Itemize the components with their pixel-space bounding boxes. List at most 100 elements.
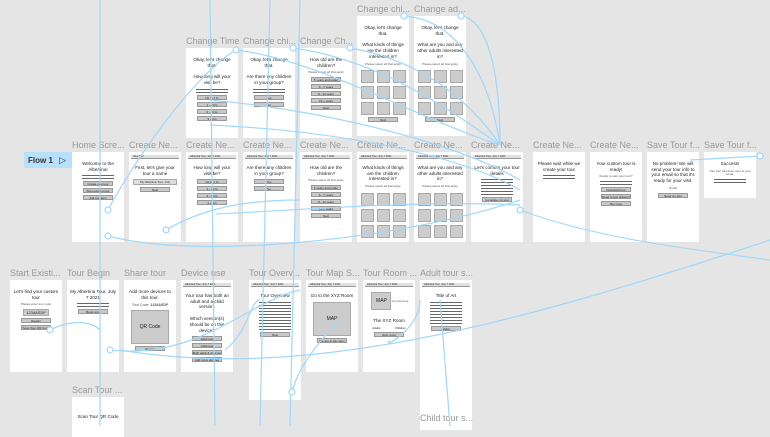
option-button[interactable]: 5 years and under <box>311 77 341 83</box>
next-button[interactable]: Next <box>425 117 455 123</box>
option-button[interactable]: 2 - 3 hrs <box>197 108 227 114</box>
interest-option[interactable] <box>360 86 374 100</box>
option-button[interactable]: 13 + years <box>311 206 341 212</box>
interest-option[interactable] <box>417 224 431 238</box>
frame-title[interactable]: Home Scre... <box>72 140 125 150</box>
option-button[interactable]: 3 + hrs <box>197 200 227 206</box>
option-button[interactable]: Both adult & child tours <box>192 350 222 356</box>
option-button[interactable]: 6 - 7 years <box>311 192 341 198</box>
frame-middle[interactable]: Welcome to the Albertina!Create new tour… <box>72 152 124 242</box>
frame-title[interactable]: Adult tour s... <box>420 268 474 278</box>
interest-option[interactable] <box>360 102 374 116</box>
interest-option[interactable] <box>376 208 390 222</box>
option-button[interactable]: 8 - 12 years <box>311 91 341 97</box>
option-button[interactable]: No <box>254 101 284 107</box>
frame-title[interactable]: Tour Room ... <box>363 268 418 278</box>
frame-title[interactable]: Save Tour f... <box>704 140 757 150</box>
interest-option[interactable] <box>449 102 463 116</box>
tour-code-input[interactable]: 1234ASDF <box>23 309 49 317</box>
frame-title[interactable]: Change chi... <box>243 36 297 46</box>
interest-option[interactable] <box>449 192 463 206</box>
interest-option[interactable] <box>433 208 447 222</box>
option-button[interactable]: Add more devices <box>192 357 222 363</box>
interest-option[interactable] <box>360 224 374 238</box>
interest-option[interactable] <box>360 208 374 222</box>
option-button[interactable]: Buy now <box>601 201 631 207</box>
interest-option[interactable] <box>376 70 390 84</box>
play-icon[interactable]: ▷ <box>59 155 67 165</box>
flow-starting-point[interactable]: Flow 1 ▷ <box>24 152 72 168</box>
interest-option[interactable] <box>360 192 374 206</box>
frame-top[interactable]: Okay, let's change that.What are you and… <box>414 16 466 136</box>
option-button[interactable]: Ready! <box>135 345 165 351</box>
interest-option[interactable] <box>360 70 374 84</box>
frame-top[interactable]: Okay, let's change that.Are there any ch… <box>243 48 295 138</box>
frame-title[interactable]: Create Ne... <box>186 140 235 150</box>
frame-title[interactable]: Tour Begin <box>67 268 111 278</box>
interest-option[interactable] <box>449 208 463 222</box>
option-button[interactable]: Up to 1 hr <box>197 179 227 185</box>
next-button[interactable]: Next <box>368 117 398 123</box>
option-button[interactable]: Ready! <box>21 318 51 324</box>
interest-option[interactable] <box>449 224 463 238</box>
option-button[interactable]: Begin tour <box>78 309 108 315</box>
frame-title[interactable]: Child tour s... <box>420 413 474 423</box>
option-button[interactable]: 1 - 2 hrs <box>197 101 227 107</box>
tour-name-input[interactable]: My Albertina Tour, July <box>133 179 177 186</box>
option-button[interactable]: Create new tour <box>83 181 113 187</box>
frame-title[interactable]: Change ad... <box>414 4 466 14</box>
interest-option[interactable] <box>449 70 463 84</box>
interest-option[interactable] <box>392 224 406 238</box>
option-button[interactable]: Need to buy tickets first? <box>601 194 631 200</box>
frame-bottom[interactable]: Add more devices to this tour.Tour Code:… <box>124 280 176 372</box>
frame-title[interactable]: Share tour <box>124 268 167 278</box>
interest-option[interactable] <box>417 70 431 84</box>
frame-title[interactable]: Create Ne... <box>471 140 520 150</box>
option-button[interactable]: Up to 1 hr <box>197 94 227 100</box>
interest-option[interactable] <box>376 86 390 100</box>
interest-option[interactable] <box>417 102 431 116</box>
option-button[interactable]: We are in the room <box>317 337 347 343</box>
option-button[interactable]: 5 years and under <box>311 185 341 191</box>
frame-top[interactable]: How old are the children?Please select a… <box>300 48 352 138</box>
option-button[interactable]: 2 - 3 hrs <box>197 193 227 199</box>
frame-title[interactable]: Start Existi... <box>10 268 61 278</box>
interest-option[interactable] <box>417 86 431 100</box>
option-button[interactable]: Complete my tour <box>482 197 512 203</box>
frame-title[interactable]: Create Ne... <box>357 140 406 150</box>
option-button[interactable]: Scan Tour QR Code <box>21 325 51 331</box>
option-button[interactable]: 3 + hrs <box>197 115 227 121</box>
interest-option[interactable] <box>433 224 447 238</box>
option-button[interactable]: Start existing tour <box>83 188 113 194</box>
option-button[interactable]: Next <box>311 213 341 219</box>
interest-option[interactable] <box>433 70 447 84</box>
option-button[interactable]: No <box>254 186 284 192</box>
frame-title[interactable]: Device use <box>181 268 226 278</box>
option-button[interactable]: Adult tour <box>192 336 222 342</box>
option-button[interactable]: Ask museum <box>83 195 113 201</box>
option-button[interactable]: Download tour <box>601 187 631 193</box>
frame-title[interactable]: Tour Map S... <box>306 268 360 278</box>
frame-title[interactable]: Scan Tour ... <box>72 385 123 395</box>
option-button[interactable]: 6 - 7 years <box>311 84 341 90</box>
interest-option[interactable] <box>376 224 390 238</box>
frame-middle[interactable]: Success!Your tour has been sent to your … <box>704 152 756 198</box>
frame-title[interactable]: Create Ne... <box>300 140 349 150</box>
frame-title[interactable]: Create Ne... <box>243 140 292 150</box>
frame-scan-qr[interactable]: Scan Tour QR Code <box>72 397 124 437</box>
option-button[interactable]: Next room <box>374 332 404 338</box>
interest-option[interactable] <box>392 70 406 84</box>
frame-title[interactable]: Change Time <box>186 36 240 46</box>
